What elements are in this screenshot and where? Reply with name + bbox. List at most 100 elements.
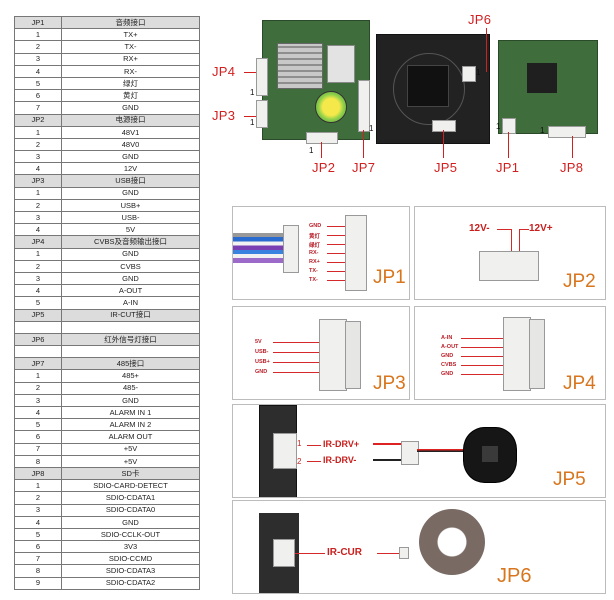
pin-name: RX+: [61, 52, 200, 66]
pin-name: +5V: [61, 454, 200, 468]
board-ring: [393, 53, 465, 125]
pin-name: GND: [61, 150, 200, 164]
jp4-wire-line: [461, 347, 503, 348]
jp5-wire-to-ircut: [417, 449, 465, 452]
connector-id: JP8: [14, 466, 62, 481]
pin-name: ALARM IN 1: [61, 405, 200, 420]
pin-name: ALARM IN 2: [61, 418, 200, 432]
jp5-small-plug: [401, 441, 419, 465]
connector-description: SD卡: [61, 466, 200, 481]
main-board-photo: [262, 20, 370, 140]
pin-number: 9: [14, 576, 62, 590]
pin-name: SDIO-CDATA2: [61, 576, 200, 590]
leader-jp1: [508, 132, 509, 158]
leader-jp4: [244, 72, 256, 73]
second-board-photo: [376, 34, 490, 144]
jp5-black-wire: [373, 459, 401, 461]
jp4-wire-line: [461, 338, 503, 339]
connector-description: 485接口: [61, 357, 200, 371]
pin-number: 2: [14, 491, 62, 505]
jp6-connector: [462, 66, 476, 82]
jp5-wire-2: [307, 461, 321, 462]
pin-number: 1: [14, 28, 62, 42]
connector-id: JP4: [14, 235, 62, 249]
pin-number: 3: [14, 210, 62, 225]
jp4-header: [529, 319, 545, 389]
jp4-wire-line: [461, 365, 503, 366]
jp5-label-negative: IR-DRV-: [323, 455, 357, 465]
connector-id: JP5: [14, 308, 62, 322]
ir-cut-window: [482, 446, 498, 462]
pin-name: USB+: [61, 198, 200, 213]
connector-description: IR-CUT接口: [61, 308, 200, 322]
pin-number: 4: [14, 405, 62, 420]
pin-name: USB-: [61, 210, 200, 225]
connector-description: USB接口: [61, 174, 200, 188]
pin-number: 8: [14, 454, 62, 468]
pin-number: 4: [14, 515, 62, 529]
pin-row: [14, 345, 200, 359]
leader-jp6: [486, 28, 487, 72]
jp5-socket: [273, 433, 297, 469]
pin-number: 6: [14, 430, 62, 444]
panel-title-jp2: JP2: [563, 271, 596, 292]
pin-number: 3: [14, 52, 62, 66]
pin-number: 7: [14, 552, 62, 566]
ir-cut-filter: [463, 427, 517, 483]
pin-name: CVBS: [61, 259, 200, 273]
jp4-plug: [503, 317, 531, 391]
connector-id: JP7: [14, 357, 62, 371]
pin-name: 5V: [61, 223, 200, 237]
jp3-wire-line: [273, 352, 319, 353]
pin-name: SDIO-CDATA3: [61, 564, 200, 578]
jp5-pin-1: 1: [297, 439, 302, 448]
pin-name: GND: [61, 186, 200, 200]
pin-name: 绿灯: [61, 76, 200, 91]
pin-name: GND: [61, 393, 200, 408]
jp4-wire-line: [461, 356, 503, 357]
jp6-wire-right: [377, 553, 399, 554]
connector-description: 红外信号灯接口: [61, 332, 200, 347]
jp1-wire-label: 黄灯: [309, 234, 321, 240]
pin-name: SDIO-CDATA0: [61, 503, 200, 517]
jp7-connector: [358, 80, 370, 132]
jp6-label: IR-CUR: [327, 547, 362, 558]
board-label-jp6: JP6: [468, 12, 492, 27]
jp1-wire-label: RX-: [309, 250, 319, 256]
pin-one-marker: 1: [369, 124, 374, 133]
pin-name: SDIO-CCLK-OUT: [61, 527, 200, 542]
board-chip: [527, 63, 557, 93]
jp1-plug: [283, 225, 299, 273]
jp5-label-positive: IR-DRV+: [323, 439, 360, 449]
pin-name: 485+: [61, 369, 200, 383]
connector-id: JP1: [14, 15, 62, 30]
pin-number: 2: [14, 40, 62, 54]
jp4-wire-label: GND: [441, 371, 454, 377]
pin-name: [61, 345, 200, 359]
pin-number: 4: [14, 223, 62, 237]
pin-number: 2: [14, 137, 62, 152]
jp2-wire-right-down: [519, 229, 520, 251]
pin-number: 1: [14, 125, 62, 139]
panel-title-jp1: JP1: [373, 267, 406, 288]
jp1-header: [345, 215, 367, 291]
pin-name: TX+: [61, 28, 200, 42]
